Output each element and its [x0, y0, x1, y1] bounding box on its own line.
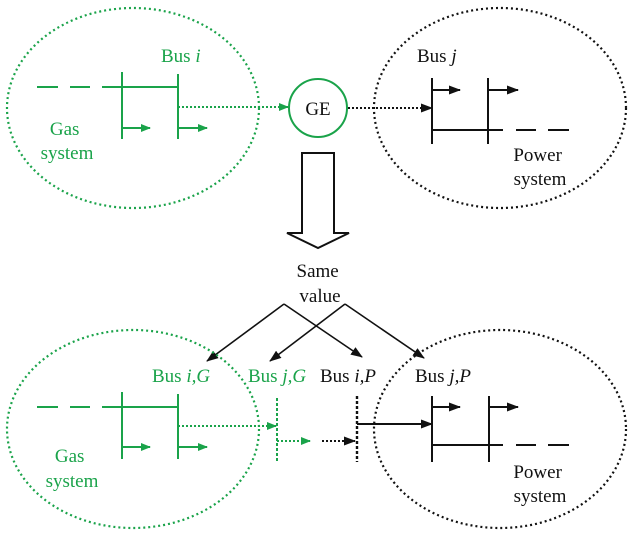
- bus-i-g-label: Bus i,G: [152, 366, 210, 387]
- ge-node: [288, 78, 348, 138]
- gas-network-bottom: [37, 392, 311, 462]
- bus-j-p-label: Bus j,P: [415, 366, 471, 387]
- arrow-to-bus-i-g: [206, 303, 285, 362]
- bus-j-g-label: Bus j,G: [248, 366, 306, 387]
- arrow-to-bus-j-g: [269, 303, 346, 362]
- hollow-down-arrow-icon: [286, 152, 350, 250]
- gas-system-label-bottom: Gas system: [46, 446, 99, 492]
- bus-j-label: Bus j: [417, 46, 457, 67]
- arrow-to-bus-j-p: [344, 303, 425, 359]
- gas-system-boundary-bottom: [5, 328, 261, 530]
- bottom-panel: Bus i,G Bus j,G Gas system Bus i,P Bus j…: [5, 328, 628, 530]
- bus-i-label: Bus i: [161, 46, 201, 67]
- power-system-label: Power system: [513, 145, 566, 190]
- gas-network: [37, 72, 289, 139]
- power-system-boundary-bottom: [372, 328, 628, 530]
- same-value-label: Same value: [297, 261, 344, 307]
- same-value-arrows: [206, 303, 425, 362]
- bus-i-p-label: Bus i,P: [320, 366, 376, 387]
- power-link-bottom: [322, 396, 433, 462]
- power-network-bottom: [431, 396, 569, 462]
- power-network: [431, 78, 569, 144]
- top-panel: Bus i Gas system GE Bus j Power system: [5, 6, 628, 210]
- arrow-to-bus-i-p: [283, 303, 363, 358]
- gas-system-boundary: [5, 6, 261, 210]
- power-system-boundary: [372, 6, 628, 210]
- transition: Same value: [206, 152, 425, 362]
- gas-system-label: Gas system: [41, 119, 94, 164]
- ge-node-label: GE: [305, 99, 330, 120]
- power-system-label-bottom: Power system: [513, 462, 566, 507]
